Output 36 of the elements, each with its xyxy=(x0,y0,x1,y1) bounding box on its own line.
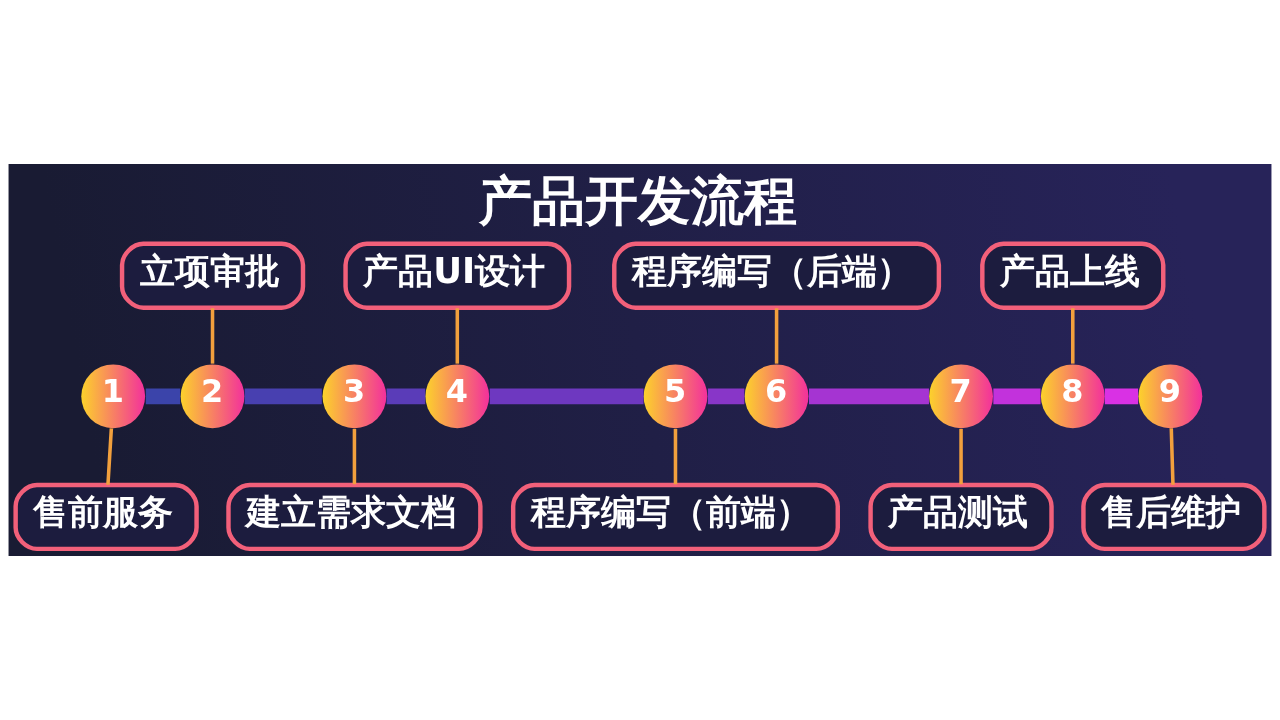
node-box: 产品UI设计 xyxy=(343,241,572,310)
connector xyxy=(352,428,357,485)
node-box: 程序编写（后端） xyxy=(612,241,942,310)
node-box: 产品测试 xyxy=(868,482,1054,552)
node-box: 产品上线 xyxy=(980,241,1166,310)
connector xyxy=(1071,308,1075,364)
connector xyxy=(1169,428,1175,485)
node-circle: 7 xyxy=(929,364,993,429)
node-circle: 3 xyxy=(322,364,387,429)
connector xyxy=(145,388,181,405)
connector xyxy=(959,428,963,485)
node-box: 售后维护 xyxy=(1081,482,1267,552)
node-circle: 8 xyxy=(1040,364,1105,429)
connector xyxy=(244,388,322,405)
node-circle: 5 xyxy=(643,364,708,429)
node-circle: 6 xyxy=(744,364,809,429)
node-box: 立项审批 xyxy=(119,241,306,310)
connector xyxy=(1104,388,1139,405)
connector xyxy=(809,388,929,405)
node-circle: 1 xyxy=(81,364,146,429)
connector xyxy=(210,308,215,364)
connector xyxy=(707,388,745,405)
node-circle: 9 xyxy=(1138,364,1203,429)
connector xyxy=(489,388,644,405)
connector xyxy=(774,308,779,364)
node-box: 程序编写（前端） xyxy=(510,482,840,552)
connector xyxy=(673,428,678,485)
connector xyxy=(455,308,460,364)
connector xyxy=(993,388,1041,405)
node-circle: 2 xyxy=(180,364,245,429)
node-circle: 4 xyxy=(425,364,490,429)
node-box: 建立需求文档 xyxy=(226,482,483,552)
diagram-title: 产品开发流程 xyxy=(479,169,798,232)
connector xyxy=(106,428,114,485)
node-box: 售前服务 xyxy=(13,482,199,552)
connector xyxy=(386,388,426,405)
